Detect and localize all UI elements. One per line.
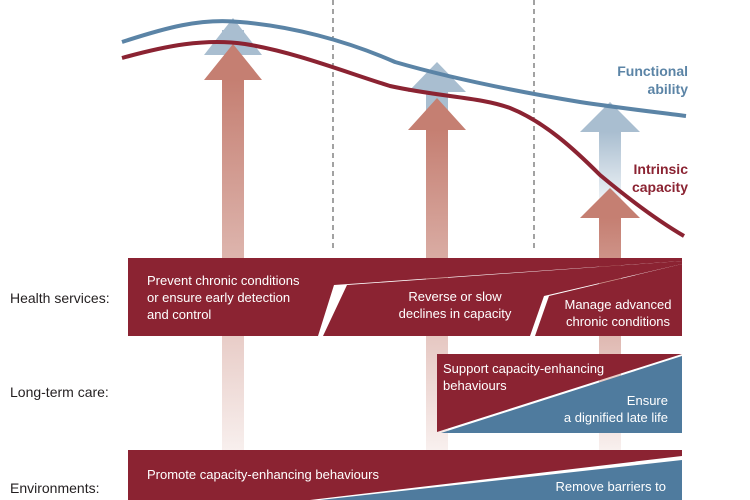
intrinsic-capacity-curve <box>121 39 686 238</box>
health-reverse-text: Reverse or slow declines in capacity <box>398 289 512 321</box>
environments-band <box>128 450 682 500</box>
row-label-long-term-care: Long-term care: <box>10 384 109 400</box>
intrinsic-capacity-label: Intrinsic capacity <box>631 161 688 195</box>
functional-ability-label: Functional ability <box>617 63 688 97</box>
health-manage-text: Manage advanced chronic conditions <box>564 297 672 329</box>
ltc-ensure-text: Ensure a dignified late life <box>563 393 668 425</box>
arrow-period-1 <box>204 18 262 452</box>
env-remove-text: Remove barriers to <box>555 479 666 494</box>
health-services-band <box>128 258 682 336</box>
env-promote-text: Promote capacity-enhancing behaviours <box>147 467 379 482</box>
long-term-care-band <box>437 354 682 433</box>
ltc-support-text: Support capacity-enhancing behaviours <box>443 361 605 393</box>
row-label-health-services: Health services: <box>10 290 110 306</box>
row-label-environments: Environments: <box>10 480 100 496</box>
functional-ability-curve <box>121 19 687 118</box>
health-prevent-text: Prevent chronic conditions or ensure ear… <box>147 273 300 322</box>
